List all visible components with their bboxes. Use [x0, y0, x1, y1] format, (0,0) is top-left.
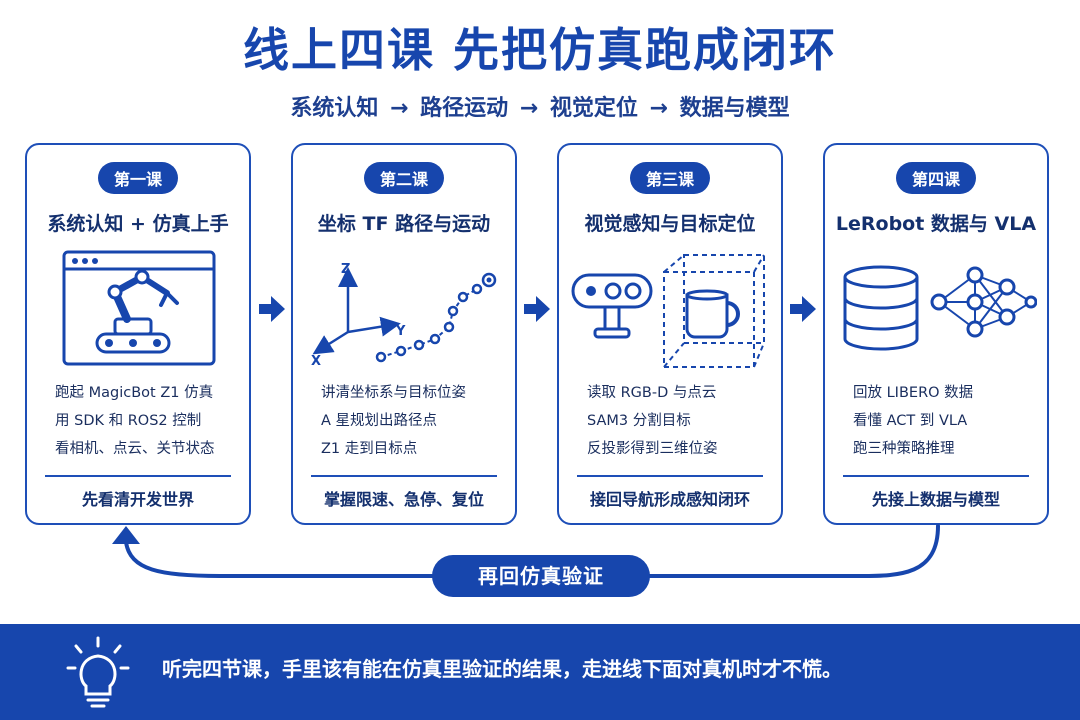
lesson-footer: 掌握限速、急停、复位	[323, 490, 484, 509]
lesson-badge: 第三课	[629, 162, 711, 194]
lesson-bullet: 跑三种策略推理	[853, 441, 955, 457]
lesson-bullet: 回放 LIBERO 数据	[853, 385, 974, 401]
lesson-bullet: 看懂 ACT 到 VLA	[853, 413, 968, 429]
lesson-bullet: 读取 RGB-D 与点云	[587, 385, 717, 401]
robot-arm-window-icon	[62, 250, 216, 366]
lesson-card-2: 第二课 坐标 TF 路径与运动 Z Y X 讲清坐标系与目标位姿 A 星规划	[291, 143, 517, 525]
lesson-bullet: SAM3 分割目标	[587, 413, 691, 429]
database-network-icon	[843, 265, 1037, 351]
card-divider	[843, 475, 1029, 477]
lesson-bullet: 跑起 MagicBot Z1 仿真	[55, 385, 214, 401]
lesson-title: 视觉感知与目标定位	[584, 213, 756, 235]
loop-back-arrow	[112, 524, 940, 578]
lesson-bullet: 用 SDK 和 ROS2 控制	[55, 413, 202, 429]
lesson-badge: 第四课	[895, 162, 977, 194]
card-divider	[45, 475, 231, 477]
page-title: 线上四课 先把仿真跑成闭环	[242, 23, 837, 77]
lesson-badge: 第一课	[97, 162, 179, 194]
depth-camera-mug-icon	[571, 254, 765, 368]
bottom-banner: 听完四节课，手里该有能在仿真里验证的结果，走进线下面对真机时才不慌。	[0, 624, 1080, 720]
banner-text: 听完四节课，手里该有能在仿真里验证的结果，走进线下面对真机时才不慌。	[162, 657, 842, 681]
lightbulb-icon	[66, 636, 130, 708]
axis-label-z: Z	[341, 262, 350, 277]
lesson-badge: 第二课	[363, 162, 445, 194]
axis-label-x: X	[311, 354, 321, 369]
right-arrow-icon	[259, 296, 285, 322]
card-divider	[577, 475, 763, 477]
right-arrow-icon	[524, 296, 550, 322]
coordinate-path-icon: Z Y X	[311, 262, 497, 369]
lesson-bullet: Z1 走到目标点	[321, 441, 418, 457]
lesson-card-3: 第三课 视觉感知与目标定位 读取 RGB-D 与点云 SAM3 分割目标 反投影…	[557, 143, 783, 525]
lesson-title: 坐标 TF 路径与运动	[317, 213, 491, 235]
lesson-bullet: 反投影得到三维位姿	[587, 441, 718, 457]
loop-label: 再回仿真验证	[432, 555, 650, 597]
axis-label-y: Y	[395, 324, 406, 339]
lesson-title: LeRobot 数据与 VLA	[835, 213, 1037, 235]
lesson-footer: 先看清开发世界	[81, 490, 194, 509]
lesson-footer: 先接上数据与模型	[871, 490, 1000, 509]
lesson-card-1: 第一课 系统认知 + 仿真上手 跑起 MagicBot Z1 仿真 用 SDK …	[25, 143, 251, 525]
lesson-bullet: A 星规划出路径点	[321, 413, 438, 429]
lesson-footer: 接回导航形成感知闭环	[589, 490, 750, 509]
page-subtitle: 系统认知 → 路径运动 → 视觉定位 → 数据与模型	[290, 96, 790, 121]
lesson-bullet: 讲清坐标系与目标位姿	[321, 385, 466, 401]
right-arrow-icon	[790, 296, 816, 322]
lesson-title: 系统认知 + 仿真上手	[47, 213, 229, 235]
lesson-card-4: 第四课 LeRobot 数据与 VLA	[823, 143, 1049, 525]
lesson-bullet: 看相机、点云、关节状态	[55, 441, 215, 457]
card-divider	[311, 475, 497, 477]
